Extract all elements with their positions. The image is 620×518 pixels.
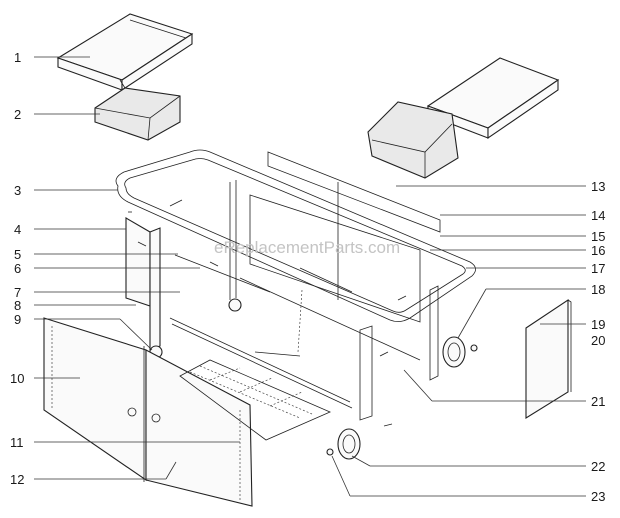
callout-7: 7 xyxy=(14,285,21,300)
lower-rails xyxy=(169,254,439,421)
callout-20: 20 xyxy=(591,333,605,348)
callout-18: 18 xyxy=(591,282,605,297)
callout-12: 12 xyxy=(10,472,24,487)
front-wheel xyxy=(326,428,361,460)
watermark-text: eReplacementParts.com xyxy=(214,238,400,257)
callout-10: 10 xyxy=(10,371,24,386)
callout-17: 17 xyxy=(591,261,605,276)
front-caster xyxy=(149,298,242,359)
callout-9: 9 xyxy=(14,312,21,327)
chain xyxy=(254,289,303,357)
wire-grate xyxy=(179,359,332,441)
left-leg-panel xyxy=(125,211,161,351)
callout-6: 6 xyxy=(14,261,21,276)
callout-labels: 1 2 3 4 5 6 7 8 9 10 11 12 13 14 15 16 1… xyxy=(10,50,605,504)
callout-16: 16 xyxy=(591,243,605,258)
shelf-bracket-right xyxy=(367,101,459,179)
callout-23: 23 xyxy=(591,489,605,504)
callout-15: 15 xyxy=(591,229,605,244)
leader-lines xyxy=(34,56,586,497)
shelf-bracket-left xyxy=(94,79,181,141)
callout-8: 8 xyxy=(14,298,21,313)
top-tubular-frame xyxy=(115,149,476,322)
back-panel xyxy=(229,151,441,323)
callout-22: 22 xyxy=(591,459,605,474)
callout-2: 2 xyxy=(14,107,21,122)
bolts xyxy=(137,199,407,427)
callout-19: 19 xyxy=(591,317,605,332)
side-shelf-left xyxy=(56,13,194,92)
callout-5: 5 xyxy=(14,247,21,262)
right-side-panel xyxy=(525,298,572,419)
callout-1: 1 xyxy=(14,50,21,65)
right-wheel xyxy=(442,336,478,368)
callout-21: 21 xyxy=(591,394,605,409)
callout-11: 11 xyxy=(10,435,24,450)
front-door-panel xyxy=(43,317,253,507)
callout-3: 3 xyxy=(14,183,21,198)
callout-4: 4 xyxy=(14,222,21,237)
callout-13: 13 xyxy=(591,179,605,194)
callout-14: 14 xyxy=(591,208,605,223)
